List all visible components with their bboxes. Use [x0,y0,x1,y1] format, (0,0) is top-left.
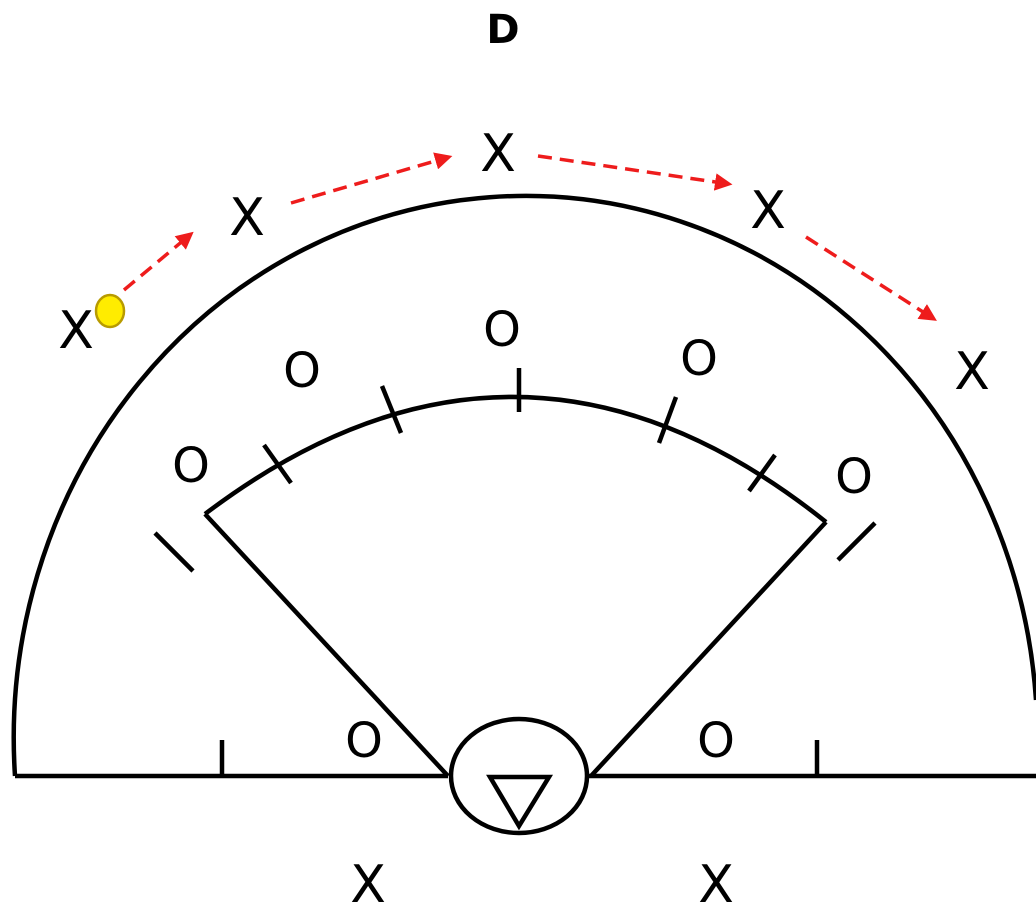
left-wedge-line [203,512,450,778]
hash-mark [836,521,877,562]
triangle-icon [486,774,554,831]
defense-player: O [697,713,735,769]
defense-player: O [283,343,321,399]
offense-player: X [229,188,265,248]
center-circle [448,716,590,836]
offense-player: X [698,855,734,904]
offense-player: X [750,181,786,241]
defense-players: O O O O O O O [172,302,873,769]
ball-icon [94,293,126,329]
hash-mark [656,396,679,444]
defense-player: O [345,713,383,769]
hash-mark [153,531,195,573]
dashed-arrow-icon [805,235,937,321]
court [11,193,1036,836]
defense-player: O [483,302,521,358]
dashed-arrow-icon [537,154,733,191]
hash-marks [153,368,877,776]
inner-arc [203,394,828,524]
right-wedge-line [589,520,828,778]
offense-players: X X X X X X X [58,124,990,904]
offense-player: X [954,342,990,402]
dashed-arrow-icon [290,152,453,205]
dashed-arrow-icon [122,231,194,292]
diagram-title: D [486,7,519,53]
defense-player: O [172,438,210,494]
hash-mark [379,385,404,434]
hash-mark [747,453,777,493]
outer-arc [11,193,1036,777]
offense-player: X [480,124,516,184]
defense-player: O [835,449,873,505]
hash-mark [262,443,293,485]
offense-player: X [58,301,94,361]
defense-player: O [680,331,718,387]
offense-player: X [350,855,386,904]
pass-arrows [122,152,937,321]
